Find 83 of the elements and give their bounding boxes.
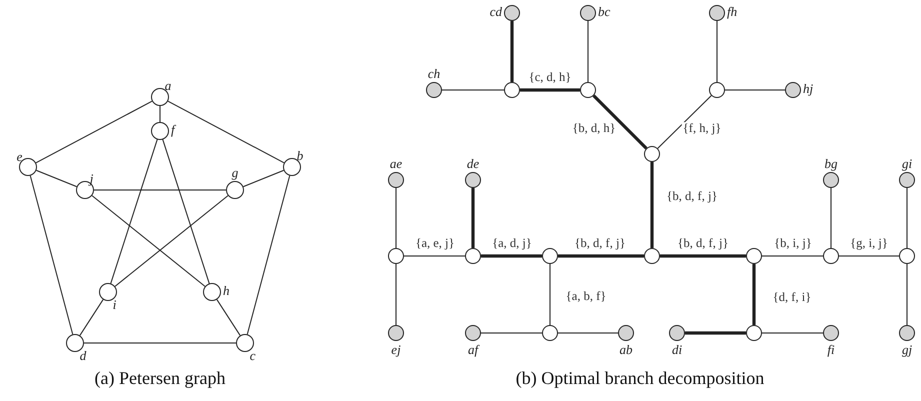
- vertex-circle: [542, 325, 558, 341]
- graph-edge: [906, 264, 908, 326]
- vertex-circle: [504, 82, 520, 98]
- vertex-label: h: [223, 284, 230, 298]
- figure-caption: (a) Petersen graph: [94, 368, 226, 389]
- graph-edge: [592, 94, 648, 150]
- graph-edge: [36, 170, 78, 188]
- vertex-label: af: [468, 343, 478, 356]
- vertex-label: j: [90, 172, 94, 186]
- vertex-label: e: [16, 150, 22, 163]
- vertex-circle: [644, 248, 660, 264]
- vertex-label: fi: [827, 343, 835, 356]
- graph-edge: [167, 100, 285, 164]
- edge-label: {b, d, f, j}: [666, 190, 718, 204]
- vertex-label: a: [164, 79, 172, 92]
- edge-label: {a, e, j}: [414, 237, 456, 251]
- graph-edge: [906, 188, 908, 248]
- vertex-label: ej: [391, 343, 401, 356]
- vertex-circle: [823, 248, 839, 264]
- vertex-label: i: [112, 298, 116, 311]
- edge-label: {c, d, h}: [528, 71, 572, 85]
- vertex-label: ch: [428, 67, 440, 80]
- graph-edge: [660, 254, 746, 258]
- vertex-circle: [388, 248, 404, 264]
- vertex-label: ae: [390, 157, 402, 170]
- vertex-circle: [746, 325, 762, 341]
- edge-label: {d, f, i}: [772, 291, 812, 305]
- vertex-circle: [709, 82, 725, 98]
- vertex-label: c: [250, 348, 256, 362]
- graph-edge: [110, 139, 158, 284]
- graph-edge: [84, 342, 236, 344]
- edge-label: {g, i, j}: [849, 237, 889, 251]
- vertex-circle: [644, 146, 660, 162]
- graph-edge: [685, 331, 746, 335]
- vertex-label: di: [672, 343, 682, 356]
- graph-edge: [114, 195, 228, 287]
- vertex-circle: [465, 248, 481, 264]
- vertex-label: de: [466, 157, 480, 170]
- graph-edge: [480, 332, 542, 334]
- edge-label: {b, i, j}: [773, 237, 813, 251]
- vertex-label: g: [232, 166, 238, 179]
- graph-edge: [716, 20, 718, 82]
- vertex-label: f: [171, 123, 175, 136]
- vertex-label: hj: [803, 82, 814, 96]
- graph-edge: [35, 100, 153, 164]
- graph-edge: [650, 162, 654, 248]
- graph-edge: [216, 299, 241, 336]
- graph-edge: [92, 195, 206, 287]
- graph-edge: [830, 188, 832, 248]
- edge-label: {b, d, f, j}: [574, 237, 626, 251]
- graph-edge: [481, 254, 542, 258]
- graph-edge: [246, 175, 290, 335]
- edge-label: {f, h, j}: [682, 122, 722, 136]
- graph-edge: [752, 264, 756, 325]
- graph-edge: [520, 88, 580, 92]
- vertex-label: gi: [902, 157, 912, 170]
- graph-edge: [510, 21, 514, 82]
- edge-label: {a, d, j}: [491, 237, 533, 251]
- edge-label: {b, d, h}: [571, 122, 617, 136]
- vertex-label: b: [296, 149, 304, 162]
- graph-edge: [79, 299, 104, 336]
- vertex-circle: [746, 248, 762, 264]
- vertex-label: ab: [620, 343, 632, 356]
- vertex-label: gj: [902, 343, 912, 356]
- vertex-label: cd: [490, 5, 502, 18]
- vertex-label: bg: [824, 157, 838, 170]
- vertex-circle: [580, 82, 596, 98]
- vertex-label: d: [80, 348, 86, 362]
- figure-caption: (b) Optimal branch decomposition: [516, 368, 764, 389]
- graph-edge: [558, 254, 644, 258]
- graph-edge: [558, 332, 618, 334]
- vertex-label: bc: [598, 5, 610, 18]
- vertex-circle: [899, 248, 915, 264]
- graph-edge: [30, 175, 74, 335]
- graph-edge: [471, 188, 475, 248]
- graph-edge: [242, 170, 284, 188]
- graph-edge: [657, 95, 712, 149]
- vertex-label: fh: [727, 5, 738, 18]
- edge-label: {a, b, f}: [564, 290, 608, 304]
- edge-label: {b, d, f, j}: [676, 237, 730, 251]
- graph-edge: [762, 332, 824, 334]
- vertex-circle: [542, 248, 558, 264]
- graph-edge: [162, 139, 210, 284]
